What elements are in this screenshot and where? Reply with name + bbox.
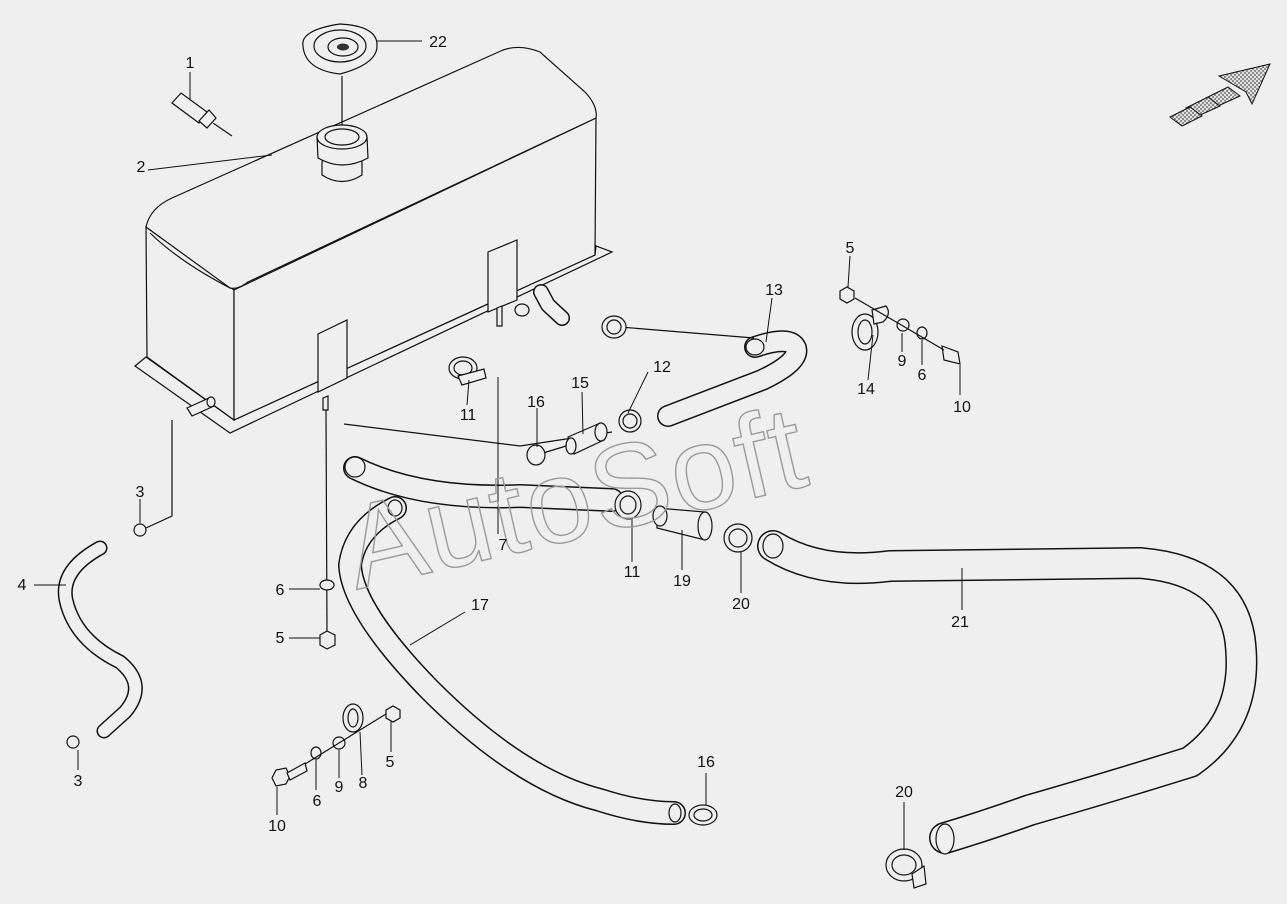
callout-labels: 1 2 3 3 4 5 5 5 6 6 6 7 8 9 9 10 10 11 1… (18, 34, 971, 835)
callout-7: 7 (499, 537, 508, 554)
callout-16a: 16 (527, 394, 545, 411)
callout-6a: 6 (276, 582, 285, 599)
callout-20a: 20 (732, 596, 750, 613)
hose-7 (343, 423, 624, 512)
callout-13: 13 (765, 282, 783, 299)
radiator-cap (302, 23, 378, 125)
hose-17 (338, 496, 686, 825)
hose-21 (757, 530, 1258, 855)
callout-9a: 9 (898, 353, 907, 370)
callout-9b: 9 (335, 779, 344, 796)
callout-8: 8 (359, 775, 368, 792)
hose-clamps (448, 315, 927, 889)
bracket-set-right (839, 286, 961, 365)
callout-10b: 10 (268, 818, 286, 835)
hose-4 (57, 420, 173, 749)
callout-19: 19 (673, 573, 691, 590)
callout-10a: 10 (953, 399, 971, 416)
bracket-set-left (271, 703, 401, 787)
callout-22: 22 (429, 34, 447, 51)
callout-11b: 11 (624, 564, 641, 581)
tank-fasteners (319, 409, 336, 650)
callout-14: 14 (857, 381, 875, 398)
hose-13 (619, 326, 808, 427)
callout-2: 2 (137, 159, 146, 176)
fitting-19 (652, 505, 713, 541)
direction-arrow-icon (1169, 63, 1271, 127)
callout-5b: 5 (276, 630, 285, 647)
temperature-sensor (171, 92, 233, 137)
callout-12: 12 (653, 359, 671, 376)
callout-6b: 6 (918, 367, 927, 384)
callout-3b: 3 (74, 773, 83, 790)
callout-5a: 5 (846, 240, 855, 257)
callout-21: 21 (951, 614, 969, 631)
expansion-tank (134, 46, 614, 434)
leader-lines (34, 40, 963, 850)
callout-1: 1 (186, 55, 195, 72)
callout-6c: 6 (313, 793, 322, 810)
callout-15: 15 (571, 375, 589, 392)
callout-17: 17 (471, 597, 489, 614)
callout-3a: 3 (136, 484, 145, 501)
callout-4: 4 (18, 577, 27, 594)
callout-5c: 5 (386, 754, 395, 771)
callout-11a: 11 (460, 407, 477, 424)
watermark: AutoSoft (333, 381, 819, 615)
callout-16b: 16 (697, 754, 715, 771)
callout-20b: 20 (895, 784, 913, 801)
